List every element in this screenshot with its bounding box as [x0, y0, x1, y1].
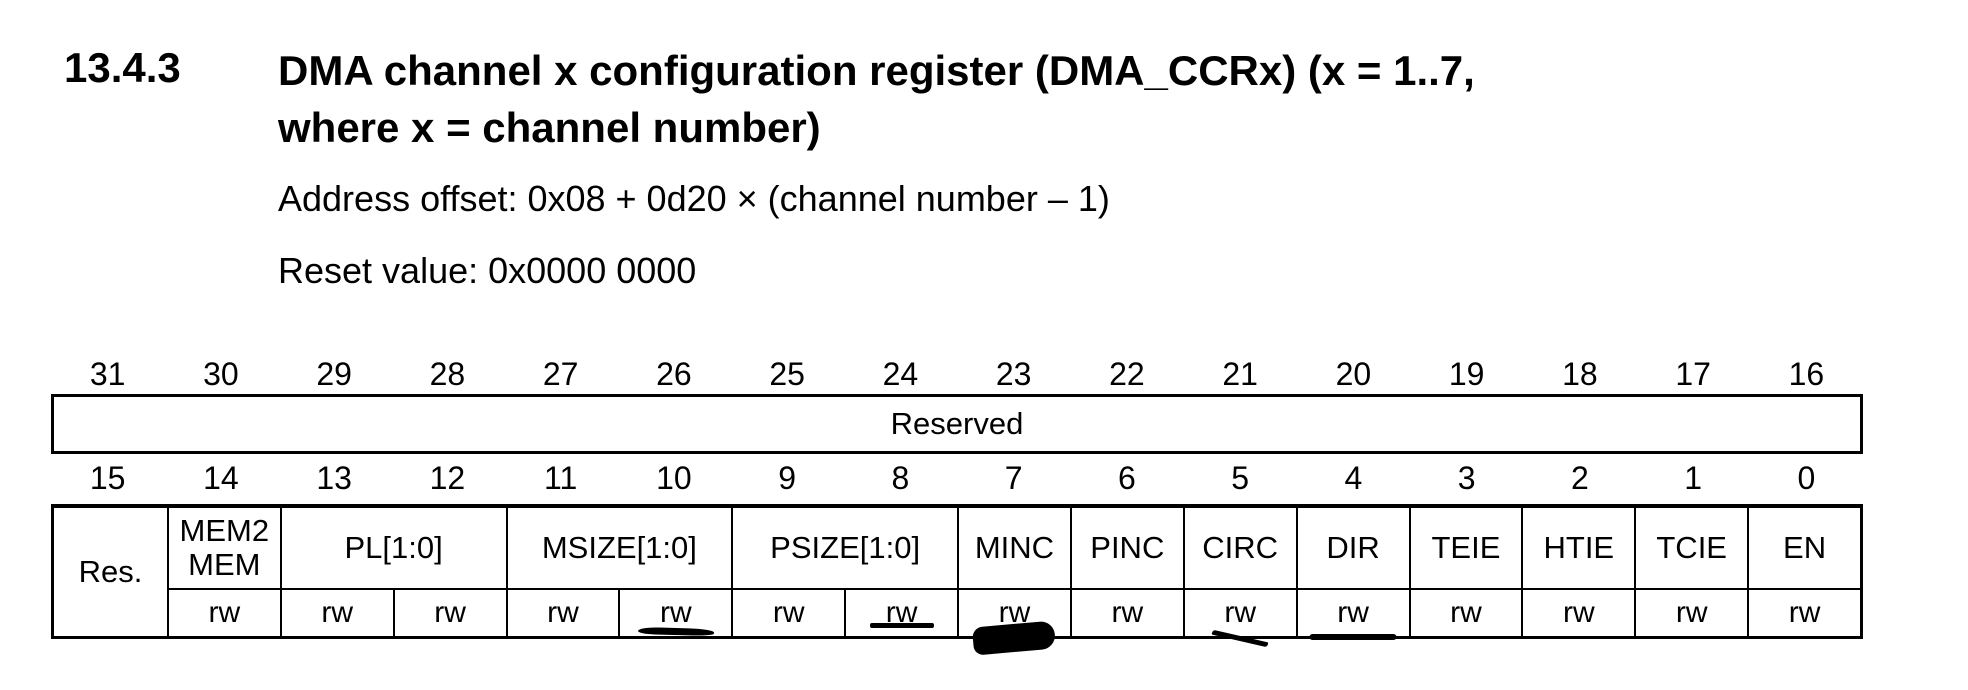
- bit-number-23: 23: [995, 356, 1032, 392]
- page-title-line-1: DMA channel x configuration register (DM…: [278, 47, 1475, 94]
- bit-number-4: 4: [1344, 460, 1363, 496]
- rw-cell-bit2: rw: [1521, 590, 1634, 636]
- field-cell-en: EN: [1747, 508, 1860, 590]
- rw-cell-bit0: rw: [1747, 590, 1860, 636]
- rw-cell-bit10: rw: [618, 590, 731, 636]
- field-cell-msize: MSIZE[1:0]: [505, 508, 732, 590]
- rw-cell-bit8: rw: [844, 590, 957, 636]
- rw-cell-bit9: rw: [731, 590, 844, 636]
- page-title: DMA channel x configuration register (DM…: [278, 42, 1475, 156]
- bit-number-6: 6: [1117, 460, 1136, 496]
- rw-cell-bit14: rw: [166, 590, 280, 636]
- bit-number-2: 2: [1570, 460, 1589, 496]
- bit-number-21: 21: [1222, 356, 1258, 392]
- field-cell-pl: PL[1:0]: [279, 508, 506, 590]
- bit-number-18: 18: [1562, 356, 1598, 392]
- pen-mark-curved-underline-bit10: [637, 627, 714, 636]
- bit-number-25: 25: [769, 356, 805, 392]
- field-cell-htie: HTIE: [1521, 508, 1635, 590]
- rw-cell-bit12: rw: [392, 590, 506, 636]
- field-cell-res: Res.: [78, 554, 143, 589]
- low-bit-number-row: 15 14 13 12 11 10 9 8 7 6 5 4 3 2 1 0: [51, 462, 1863, 494]
- bit-number-12: 12: [429, 460, 466, 496]
- high-bit-number-row: 31 30 29 28 27 26 25 24 23 22 21 20 19 1…: [51, 358, 1863, 390]
- field-cell-psize: PSIZE[1:0]: [731, 508, 957, 590]
- pen-mark-thick-underline-bit4: [1309, 634, 1397, 640]
- field-cell-minc: MINC: [957, 508, 1070, 590]
- page-title-line-2: where x = channel number): [278, 104, 821, 151]
- bit-number-15: 15: [89, 460, 126, 496]
- bit-number-22: 22: [1109, 356, 1145, 392]
- field-cell-circ: CIRC: [1182, 508, 1296, 590]
- bit-number-5: 5: [1231, 460, 1250, 496]
- field-cell-pinc: PINC: [1069, 508, 1183, 590]
- bit-number-14: 14: [203, 460, 239, 496]
- bit-number-27: 27: [542, 356, 579, 392]
- rw-cell-bit11: rw: [505, 590, 619, 636]
- field-cell-tcie: TCIE: [1634, 508, 1748, 590]
- bit-number-3: 3: [1457, 460, 1476, 496]
- rw-cell-bit5: rw: [1182, 590, 1296, 648]
- section-number: 13.4.3: [64, 44, 181, 91]
- pen-mark-underline-bit8: [869, 623, 934, 628]
- rw-cell-bit1: rw: [1634, 590, 1747, 636]
- bit-number-26: 26: [656, 356, 692, 392]
- bit-number-16: 16: [1788, 356, 1825, 392]
- bit-number-24: 24: [882, 356, 919, 392]
- register-field-table: Res. MEM2 MEM PL[1:0] MSIZE[1:0] PSIZE[1…: [51, 504, 1863, 656]
- rw-cell-bit4: rw: [1295, 590, 1409, 640]
- bit-number-30: 30: [203, 356, 239, 392]
- bit-number-19: 19: [1448, 356, 1485, 392]
- pen-mark-blob-bit7: [972, 620, 1057, 656]
- bit-number-11: 11: [544, 460, 578, 496]
- bit-number-8: 8: [891, 460, 910, 496]
- field-cell-teie: TEIE: [1408, 508, 1522, 590]
- bit-number-9: 9: [778, 460, 797, 496]
- bit-number-29: 29: [316, 356, 352, 392]
- bit-number-13: 13: [316, 460, 352, 496]
- rw-cell-bit13: rw: [279, 590, 393, 636]
- reset-value-text: Reset value: 0x0000 0000: [278, 250, 697, 291]
- field-cell-dir: DIR: [1295, 508, 1409, 590]
- field-cell-mem2mem: MEM2 MEM: [166, 508, 280, 590]
- bit-number-28: 28: [429, 356, 466, 392]
- bit-number-17: 17: [1675, 356, 1711, 392]
- bit-number-1: 1: [1684, 460, 1703, 496]
- rw-cell-bit3: rw: [1408, 590, 1522, 636]
- bit-number-10: 10: [656, 460, 692, 496]
- address-offset-text: Address offset: 0x08 + 0d20 × (channel n…: [278, 178, 1110, 219]
- rw-cell-bit6: rw: [1069, 590, 1183, 636]
- rw-cell-bit7: rw: [957, 590, 1070, 656]
- bit-number-0: 0: [1797, 460, 1816, 496]
- bit-number-31: 31: [89, 356, 126, 392]
- bit-number-20: 20: [1335, 356, 1372, 392]
- bit-number-7: 7: [1004, 460, 1023, 496]
- pen-mark-diagonal-stroke-bit5: [1211, 629, 1269, 648]
- reserved-bits-box: Reserved: [51, 394, 1863, 454]
- reserved-label: Reserved: [890, 406, 1024, 441]
